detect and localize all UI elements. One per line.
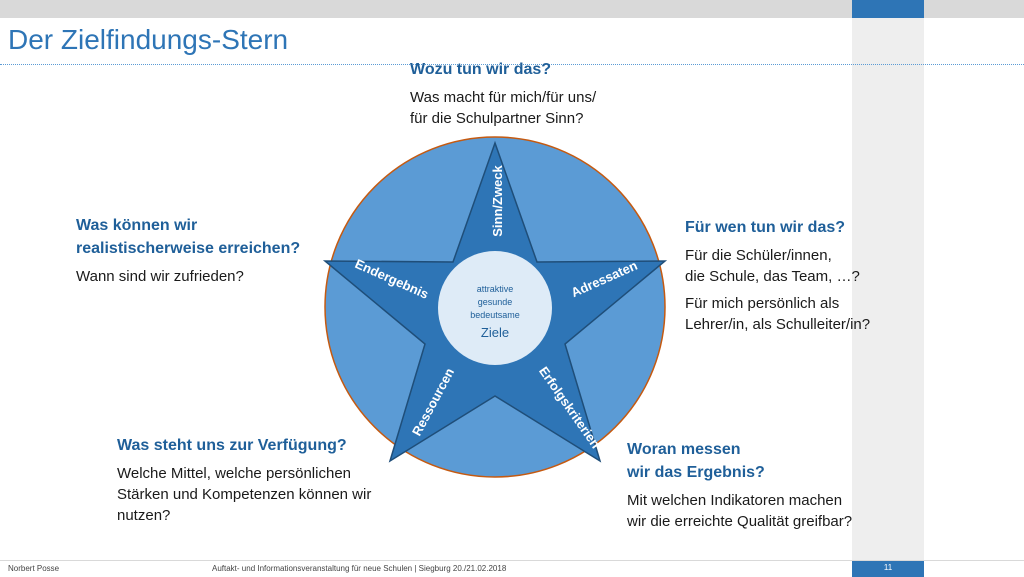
footer-author: Norbert Posse bbox=[8, 564, 60, 573]
block-erreichen-heading-line-1: Was können wir bbox=[76, 217, 198, 234]
block-wozu-line-1: Was macht für mich/für uns/ bbox=[410, 89, 597, 106]
block-messen-heading-line-2: wir das Ergebnis? bbox=[627, 464, 765, 481]
block-messen-heading: Woran messen wir das Ergebnis? bbox=[627, 438, 852, 484]
block-fuer-wen-text-2: Für mich persönlich als Lehrer/in, als S… bbox=[685, 293, 870, 335]
slide-title: Der Zielfindungs-Stern bbox=[8, 24, 289, 55]
block-messen-heading-line-1: Woran messen bbox=[627, 441, 741, 458]
block-fuer-wen-line-2: die Schule, das Team, …? bbox=[685, 268, 860, 285]
block-erreichen-text: Wann sind wir zufrieden? bbox=[76, 268, 244, 285]
block-wozu-text: Was macht für mich/für uns/ für die Schu… bbox=[410, 87, 596, 129]
center-circle bbox=[438, 251, 552, 365]
block-verfuegung-heading: Was steht uns zur Verfügung? bbox=[117, 437, 347, 454]
block-messen-line-1: Mit welchen Indikatoren machen bbox=[627, 492, 843, 509]
block-fuer-wen-line-1: Für die Schüler/innen, bbox=[685, 247, 832, 264]
arm-label-sinn-zweck: Sinn/Zweck bbox=[490, 164, 505, 236]
block-wozu-heading: Wozu tun wir das? bbox=[410, 61, 552, 78]
title-divider bbox=[0, 64, 1024, 65]
footer: Norbert Posse Auftakt- und Informationsv… bbox=[0, 560, 1024, 577]
block-fuer-wen-line-4: Lehrer/in, als Schulleiter/in? bbox=[685, 316, 871, 333]
center-line-1: attraktive bbox=[477, 284, 514, 294]
page-number: 11 bbox=[852, 561, 924, 577]
top-bar bbox=[0, 0, 1024, 18]
accent-block bbox=[852, 0, 924, 18]
block-messen-line-2: wir die erreichte Qualität greifbar? bbox=[627, 513, 853, 530]
block-fuer-wen-line-3: Für mich persönlich als bbox=[685, 295, 840, 312]
block-verfuegung-text: Welche Mittel, welche persönlichen Stärk… bbox=[117, 463, 371, 526]
block-fuer-wen-text-1: Für die Schüler/innen, die Schule, das T… bbox=[685, 245, 870, 287]
block-messen-text: Mit welchen Indikatoren machen wir die e… bbox=[627, 490, 852, 532]
center-line-2: gesunde bbox=[478, 297, 513, 307]
block-fuer-wen: Für wen tun wir das? Für die Schüler/inn… bbox=[685, 216, 870, 335]
center-label: Ziele bbox=[481, 325, 509, 340]
block-verfuegung: Was steht uns zur Verfügung? Welche Mitt… bbox=[117, 434, 371, 526]
block-messen: Woran messen wir das Ergebnis? Mit welch… bbox=[627, 438, 852, 532]
block-verfuegung-line-3: nutzen? bbox=[117, 507, 171, 524]
block-verfuegung-line-2: Stärken und Kompetenzen können wir bbox=[117, 486, 372, 503]
block-erreichen: Was können wir realistischerweise erreic… bbox=[76, 214, 300, 287]
block-wozu-line-2: für die Schulpartner Sinn? bbox=[410, 110, 584, 127]
block-wozu: Wozu tun wir das? Was macht für mich/für… bbox=[410, 58, 596, 129]
block-erreichen-heading-line-2: realistischerweise erreichen? bbox=[76, 240, 301, 257]
footer-event: Auftakt- und Informationsveranstaltung f… bbox=[212, 564, 507, 573]
block-fuer-wen-heading: Für wen tun wir das? bbox=[685, 219, 846, 236]
center-line-3: bedeutsame bbox=[470, 310, 520, 320]
block-erreichen-heading: Was können wir realistischerweise erreic… bbox=[76, 214, 300, 260]
block-verfuegung-line-1: Welche Mittel, welche persönlichen bbox=[117, 465, 352, 482]
right-column-band bbox=[852, 18, 924, 560]
